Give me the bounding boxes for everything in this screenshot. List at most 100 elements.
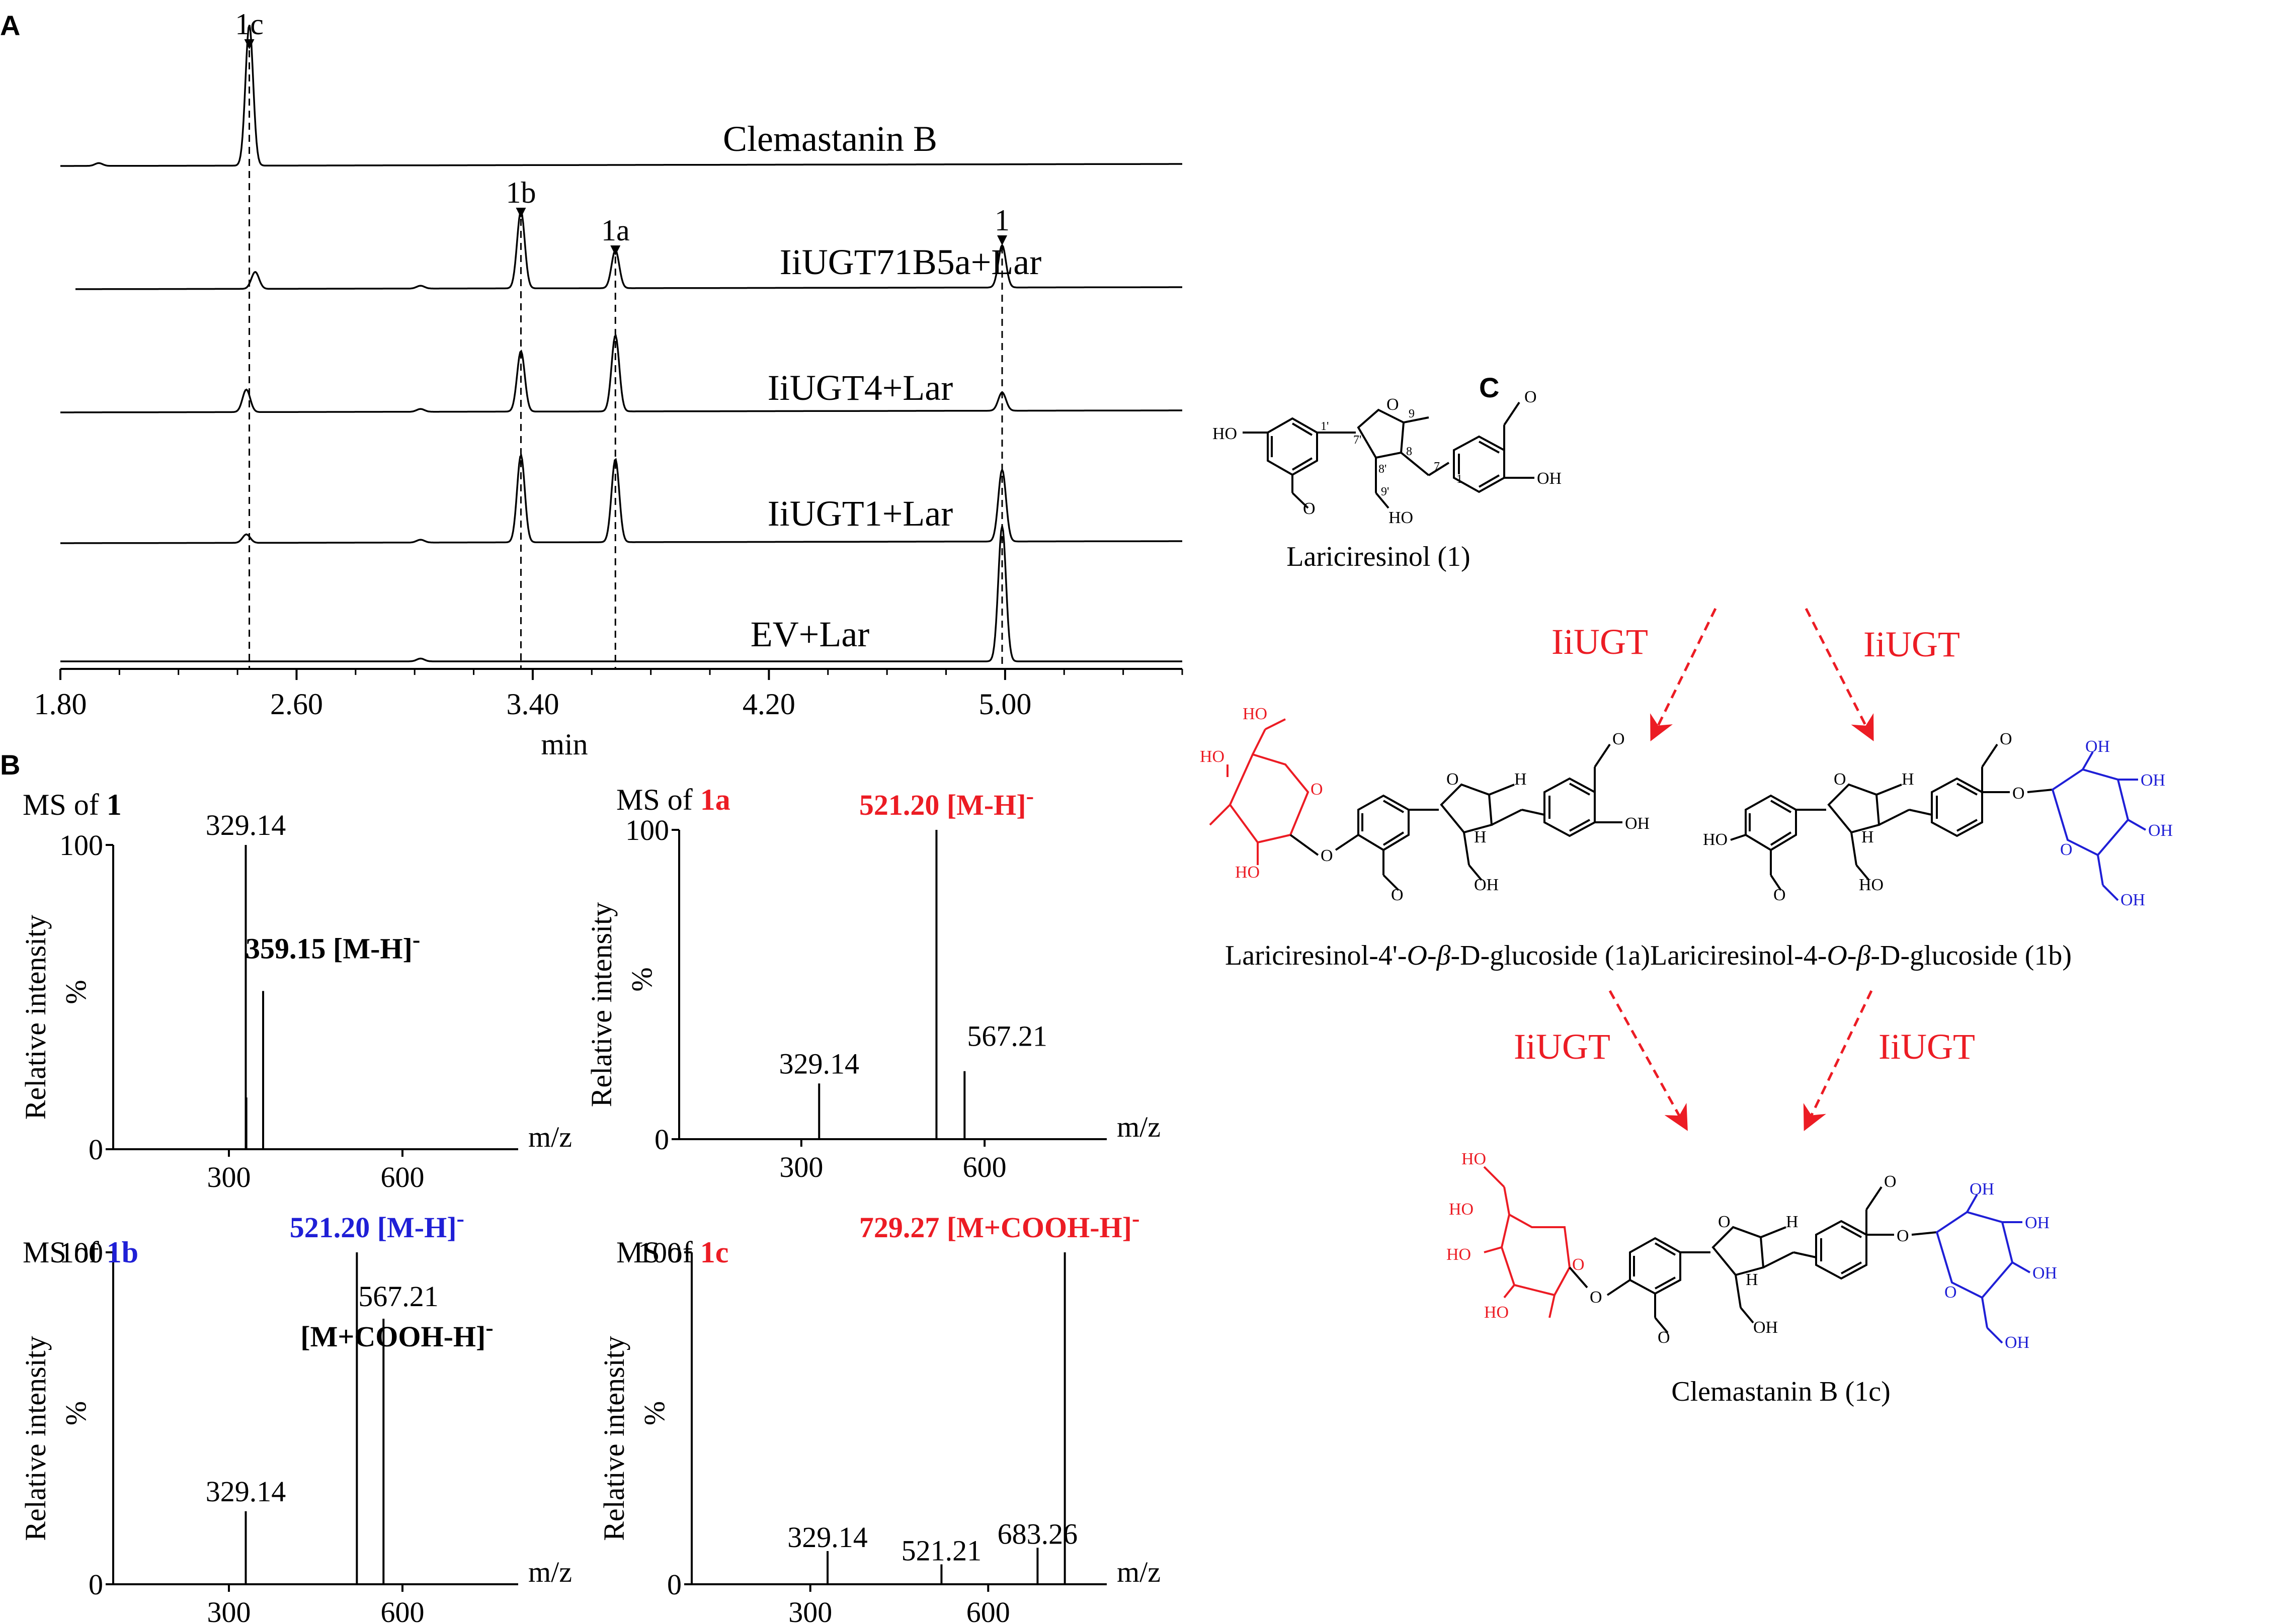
trace-label: IiUGT71B5a+Lar [780,242,1041,282]
structure-glucoside-1a [1209,718,1622,891]
ms-ion-value: [M+COOH-H] [300,1320,485,1353]
ms-y-axis-unit: % [59,1401,92,1425]
chromatogram-tick-label: 3.40 [506,688,559,721]
atom-label: HO [1859,876,1884,894]
ms-y-tick-label: 0 [89,1133,103,1166]
atom-label: O [1303,499,1316,518]
atom-label: O [1944,1283,1957,1302]
glucoside-1b-name-dash: - [1847,940,1857,971]
atom-label: O [1834,770,1846,789]
atom-label: H [1902,770,1914,789]
ms-title-prefix: MS of [616,1236,700,1269]
ms-ion-label: 521.20 [M-H]- [290,1206,464,1244]
glucoside-1b-name-suffix: -D-glucoside (1b) [1870,940,2072,971]
atom-label: OH [1625,814,1650,833]
peak-label: 1 [995,204,1010,237]
atom-label: OH [1537,469,1562,488]
glucoside-1b-name-prefix: Lariciresinol-4- [1650,940,1827,971]
atom-label: OH [2085,737,2110,756]
enzyme-label-bottom-left: IiUGT [1514,1027,1610,1067]
peak-marker [516,208,526,218]
atom-label: OH [2025,1214,2050,1232]
atom-label: HO [1200,747,1224,766]
ms-y-axis-label: Relative intensity [598,1336,630,1541]
atom-label: O [1386,395,1399,414]
structure-clemastanin-b [1483,1166,2030,1344]
atom-label: O [1311,780,1323,799]
atom-label: O [1897,1227,1909,1245]
structure-glucoside-1b-labels: HO O H H HO O O O OH OH OH OH O [1703,730,2173,909]
atom-label: O [1524,388,1537,406]
ms-x-tick-label: 600 [381,1596,425,1624]
atom-label: O [1658,1328,1670,1347]
atom-number: 7 [1434,460,1440,473]
ms-ion-label: 521.20 [M-H]- [859,784,1034,821]
ms-title-compound: 1c [700,1236,729,1269]
ms-y-tick-label: 100 [59,829,103,862]
ms-y-tick-label: 0 [667,1568,682,1601]
chromatogram-trace [60,453,1182,544]
compound-name-lariciresinol: Lariciresinol (1) [1286,541,1470,572]
ms-ion-charge: - [413,927,420,953]
chromatogram-x-axis-label: min [541,728,588,761]
ms-x-tick-label: 600 [963,1151,1007,1183]
ms-x-tick-label: 300 [779,1151,823,1183]
atom-label: HO [1235,863,1260,882]
atom-label: HO [1484,1303,1509,1322]
structure-lariciresinol [1243,401,1534,509]
enzyme-label-bottom-right: IiUGT [1878,1027,1975,1067]
ms-ion-label: [M+COOH-H]- [300,1315,493,1353]
atom-number: 7' [1353,434,1361,447]
panel-label-b: B [0,749,20,781]
ms-ion-charge: - [1026,784,1034,809]
ms-peak-label: 521.21 [902,1534,982,1567]
ms-x-tick-label: 300 [788,1596,832,1624]
ms-x-axis-label: m/z [528,1556,572,1588]
peak-label: 1a [601,214,630,247]
ms-title-compound: 1b [107,1236,138,1269]
atom-label: O [1321,846,1333,865]
ms-x-tick-label: 600 [381,1161,425,1193]
atom-label: OH [1970,1180,1994,1199]
ms-ion-charge: - [457,1206,464,1232]
atom-label: HO [1703,830,1728,849]
atom-number: 9 [1409,407,1415,420]
ms-y-tick-label: 100 [59,1236,103,1269]
atom-label: HO [1446,1245,1471,1264]
atom-label: H [1514,770,1527,789]
atom-label: H [1861,828,1874,846]
trace-label: IiUGT4+Lar [768,368,953,408]
ms-y-tick-label: 0 [655,1123,669,1156]
chromatogram-trace [60,25,1182,167]
structure-lariciresinol-labels: HO OH O O O HO 1' 7' 9 8 7 8' 9' 1 [1212,388,1562,527]
atom-label: O [1590,1288,1602,1307]
ms-title-prefix: MS of [23,788,107,821]
atom-label: O [1884,1172,1897,1191]
ms-ion-value: 729.27 [M+COOH-H] [859,1211,1132,1244]
trace-label: EV+Lar [751,614,870,654]
ms-y-tick-label: 100 [638,1236,682,1269]
atom-label: O [1446,770,1459,789]
chromatogram-trace [60,334,1182,413]
ms-y-tick-label: 0 [89,1568,103,1601]
atom-number: 1 [1456,473,1462,486]
glucoside-1a-name-beta: β [1436,940,1451,971]
chromatogram-tick-label: 5.00 [978,688,1031,721]
atom-label: OH [2148,821,2173,840]
ms-y-axis-unit: % [638,1401,671,1425]
ms-spectra-panel: 100 0 300 600 m/z Relative intensity% MS of 1 3… [19,783,1161,1624]
ms-peak-label: 329.14 [779,1047,859,1080]
glucoside-1b-name-beta: β [1856,940,1871,971]
atom-label: OH [1753,1318,1778,1337]
ms-ion-label: 359.15 [M-H]- [246,927,420,965]
ms-y-tick-label: 100 [625,814,669,846]
atom-label: OH [2120,891,2145,909]
ms-title-prefix: MS of [616,783,700,816]
ms-title: MS of 1c [616,1236,728,1269]
chromatogram-tick-label: 2.60 [270,688,323,721]
ms-title: MS of 1b [23,1236,138,1269]
ms-title-compound: 1 [107,788,122,821]
